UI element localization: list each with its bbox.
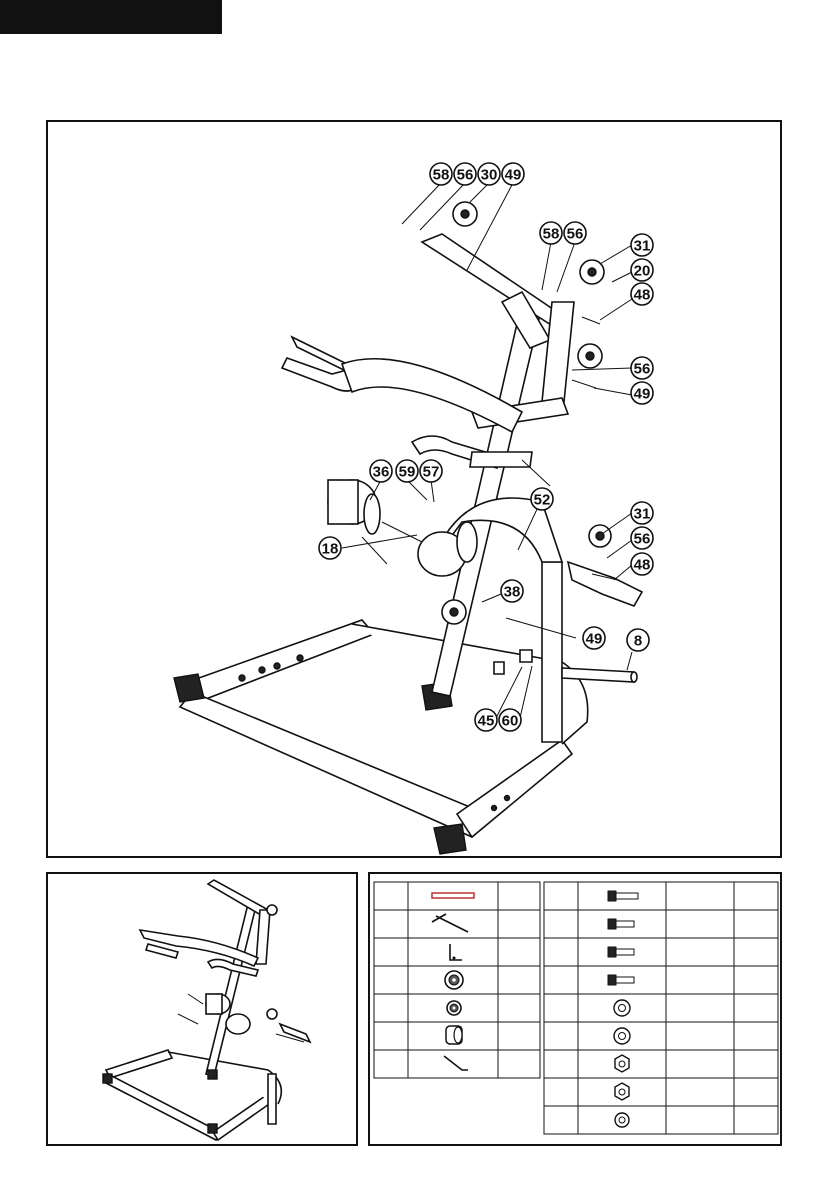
bolt-icon [608, 919, 634, 929]
washer-icon [615, 1113, 629, 1127]
callout-56-lower: 56 [631, 527, 653, 549]
assembled-view-drawing [48, 874, 356, 1144]
svg-text:58: 58 [543, 226, 560, 243]
callout-58-mid: 58 [540, 222, 562, 244]
svg-text:31: 31 [634, 506, 651, 523]
hex-key-icon [444, 1056, 468, 1070]
callout-18: 18 [319, 537, 341, 559]
svg-text:57: 57 [423, 464, 440, 481]
callout-57: 57 [420, 460, 442, 482]
callout-20: 20 [631, 259, 653, 281]
nut-icon [615, 1083, 629, 1100]
t-handle-icon [432, 914, 468, 932]
svg-text:36: 36 [373, 464, 390, 481]
small-pulley-icon [447, 1001, 461, 1015]
large-pulley-icon [445, 971, 463, 989]
exploded-view-drawing: 58 56 30 49 58 56 31 20 48 56 49 36 59 5… [48, 122, 780, 856]
bolt-icon [608, 947, 634, 957]
parts-table-frame [368, 872, 782, 1146]
bar-icon [432, 893, 474, 898]
svg-text:48: 48 [634, 287, 651, 304]
callout-45: 45 [475, 709, 497, 731]
callout-58-top: 58 [430, 163, 452, 185]
callout-48-top: 48 [631, 283, 653, 305]
washer-icon [614, 1028, 630, 1044]
svg-text:56: 56 [634, 531, 651, 548]
washer-icon [614, 1000, 630, 1016]
svg-text:45: 45 [478, 713, 495, 730]
bracket-icon [450, 944, 462, 960]
exploded-view-frame: 58 56 30 49 58 56 31 20 48 56 49 36 59 5… [46, 120, 782, 858]
callout-60: 60 [499, 709, 521, 731]
svg-text:18: 18 [322, 541, 339, 558]
svg-text:56: 56 [567, 226, 584, 243]
callout-30: 30 [478, 163, 500, 185]
section-header-tab [0, 0, 222, 34]
svg-text:38: 38 [504, 584, 521, 601]
callout-56-right: 56 [631, 357, 653, 379]
callout-56-mid: 56 [564, 222, 586, 244]
callout-56-top: 56 [454, 163, 476, 185]
svg-text:58: 58 [433, 167, 450, 184]
callout-52: 52 [531, 488, 553, 510]
svg-text:49: 49 [505, 167, 522, 184]
svg-text:52: 52 [534, 492, 551, 509]
callout-8: 8 [627, 629, 649, 651]
assembled-view-frame [46, 872, 358, 1146]
foam-roller-icon [446, 1026, 462, 1044]
svg-text:56: 56 [634, 361, 651, 378]
svg-text:30: 30 [481, 167, 498, 184]
long-bolt-icon [608, 891, 638, 901]
svg-text:49: 49 [586, 631, 603, 648]
callout-31-lower: 31 [631, 502, 653, 524]
parts-table-right-grid [544, 882, 778, 1134]
callout-38: 38 [501, 580, 523, 602]
callout-49-top: 49 [502, 163, 524, 185]
callout-49-lower: 49 [583, 627, 605, 649]
bolt-icon [608, 975, 634, 985]
callout-31-top: 31 [631, 234, 653, 256]
svg-text:20: 20 [634, 263, 651, 280]
callout-48-lower: 48 [631, 553, 653, 575]
svg-text:8: 8 [634, 633, 642, 650]
callout-59: 59 [396, 460, 418, 482]
svg-text:48: 48 [634, 557, 651, 574]
callout-36: 36 [370, 460, 392, 482]
svg-text:31: 31 [634, 238, 651, 255]
svg-text:60: 60 [502, 713, 519, 730]
parts-table [370, 874, 780, 1144]
svg-text:49: 49 [634, 386, 651, 403]
svg-text:56: 56 [457, 167, 474, 184]
svg-text:59: 59 [399, 464, 416, 481]
callout-49-right: 49 [631, 382, 653, 404]
nut-icon [615, 1055, 629, 1072]
